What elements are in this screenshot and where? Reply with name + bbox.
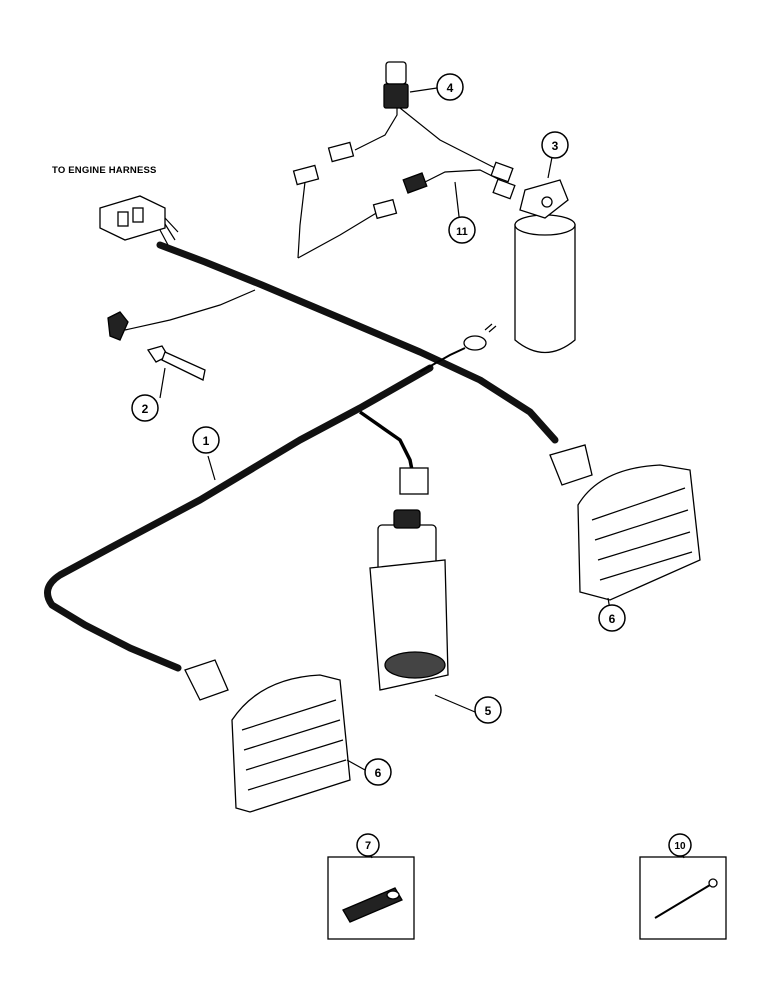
svg-text:10: 10 <box>674 841 686 852</box>
temperature-sender <box>107 311 206 381</box>
coil-branch-wire <box>358 410 414 471</box>
callout-6-right: 6 <box>598 604 626 632</box>
right-headlamp <box>577 464 701 601</box>
callout-6-left: 6 <box>364 758 392 786</box>
callout-3: 3 <box>541 131 569 159</box>
svg-text:6: 6 <box>609 612 616 626</box>
ground-wire <box>419 347 466 373</box>
ignition-coil <box>369 467 449 691</box>
svg-text:2: 2 <box>142 402 149 416</box>
right-lamp-connector <box>549 444 593 486</box>
callout-11: 11 <box>448 216 476 244</box>
engine-harness-label: TO ENGINE HARNESS <box>52 165 157 176</box>
svg-text:6: 6 <box>375 766 382 780</box>
main-harness-lower <box>44 364 434 672</box>
switch-wire-b <box>399 107 496 169</box>
upper-branch-wire <box>297 181 306 259</box>
sender-wire <box>124 289 256 331</box>
callout-1: 1 <box>192 426 220 454</box>
wire-connectors <box>292 141 516 220</box>
left-headlamp <box>231 674 351 813</box>
callout-7: 7 <box>356 833 380 857</box>
callout-10: 10 <box>668 833 692 857</box>
callout-2: 2 <box>131 394 159 422</box>
left-lamp-connector <box>184 659 229 701</box>
svg-text:4: 4 <box>447 81 454 95</box>
hose-clamp <box>342 887 403 923</box>
cable-tie <box>654 878 718 919</box>
engine-harness-connector <box>99 195 179 246</box>
receiver-dryer <box>514 179 576 353</box>
svg-text:11: 11 <box>456 226 468 238</box>
svg-text:5: 5 <box>485 704 492 718</box>
main-harness-upper <box>156 241 559 444</box>
pressure-switch <box>383 61 409 109</box>
svg-text:3: 3 <box>552 139 559 153</box>
mid-branch-wire <box>297 211 379 259</box>
cable-tie-inset-box <box>639 856 727 940</box>
switch-wire-a <box>354 105 398 151</box>
ground-ring-terminal <box>463 323 497 351</box>
svg-text:7: 7 <box>365 840 371 852</box>
svg-text:1: 1 <box>203 434 210 448</box>
callout-4: 4 <box>436 73 464 101</box>
callout-5: 5 <box>474 696 502 724</box>
leader-lines <box>159 87 685 859</box>
